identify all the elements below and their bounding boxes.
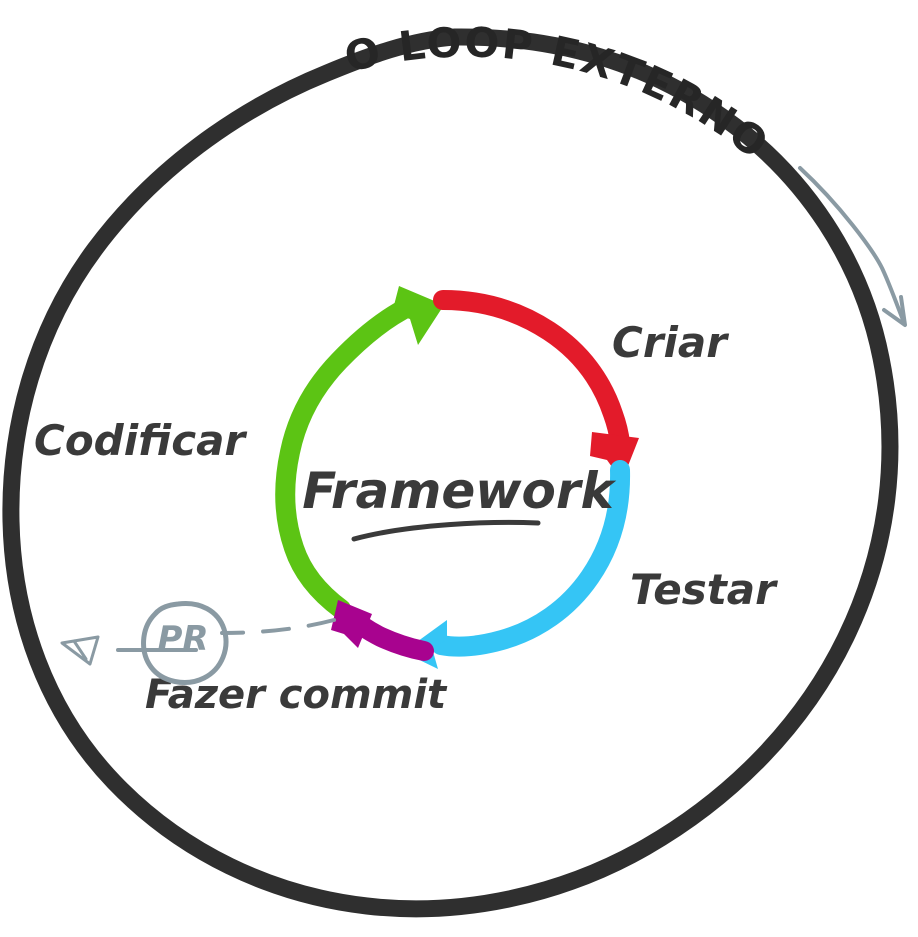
label-criar: Criar [612, 318, 729, 367]
pr-arrow-head [60, 635, 100, 666]
arc-testar-stroke [431, 460, 631, 657]
label-codificar: Codificar [34, 416, 247, 465]
arc-criar-stroke [433, 290, 630, 453]
arc-codificar-stroke [275, 295, 422, 619]
framework-text: Framework [302, 462, 616, 520]
external-flow-arrow-shaft [798, 166, 905, 322]
pr-node[interactable]: PR [60, 600, 336, 685]
external-flow-arrow-head [882, 295, 907, 327]
center-framework-label: Framework [302, 462, 617, 542]
label-testar: Testar [630, 565, 778, 614]
pr-label-text: PR [157, 619, 208, 659]
arc-fazer-commit-arrowhead [331, 600, 372, 648]
outer-loop-circle [2, 28, 899, 918]
arc-codificar [275, 286, 444, 619]
pr-connector-dashed [220, 618, 336, 635]
arc-criar [433, 290, 639, 481]
pr-circle [141, 600, 229, 685]
framework-underline [351, 519, 541, 542]
outer-loop-circle-stroke [2, 28, 899, 918]
inner-framework-cycle [275, 286, 639, 669]
arc-codificar-arrowhead [392, 286, 444, 345]
diagram-title: O LOOP EXTERNO [340, 18, 778, 169]
label-fazer-commit: Fazer commit [145, 672, 448, 718]
diagram-title-textpath: O LOOP EXTERNO [340, 18, 776, 169]
external-flow-arrow [798, 166, 907, 327]
arc-fazer-commit [331, 600, 434, 661]
